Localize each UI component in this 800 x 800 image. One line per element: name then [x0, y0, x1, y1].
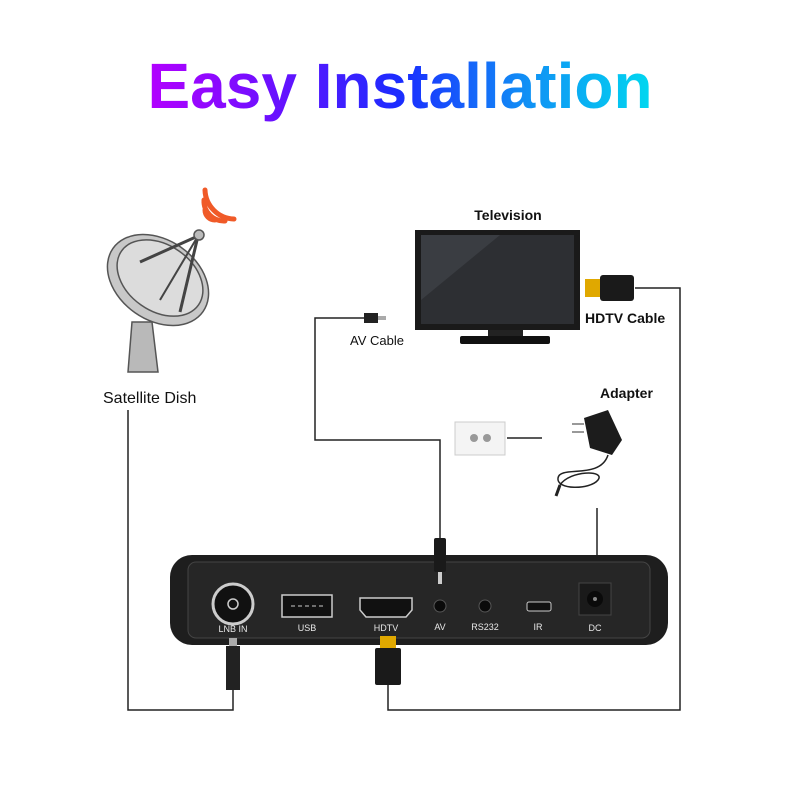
- av-plug-icon: [364, 313, 386, 323]
- lnb-cable-line: [127, 410, 234, 711]
- cables: [127, 287, 681, 711]
- port-label: LNB IN: [218, 624, 247, 634]
- port-label: IR: [534, 622, 544, 632]
- ir-port: IR: [526, 601, 552, 632]
- hdtv-port: HDTV: [359, 597, 413, 633]
- av-plug-connector-icon: [434, 538, 446, 584]
- signal-waves-icon: [201, 187, 237, 224]
- hdmi-plug-icon: [375, 636, 401, 685]
- wall-outlet-icon: [454, 421, 506, 456]
- rs232-port: RS232: [471, 599, 499, 632]
- set-top-box: LNB IN USB HDTV AV RS232 IR DC: [170, 555, 668, 645]
- hdmi-connector-icon: [585, 275, 634, 301]
- title-text: Easy Installation: [147, 50, 653, 122]
- television-label: Television: [474, 207, 541, 223]
- adapter-label: Adapter: [600, 385, 653, 401]
- hdtv-cable-line: [387, 287, 681, 711]
- dc-port: DC: [578, 582, 612, 633]
- page-title: Easy Installation: [0, 48, 800, 124]
- av-cable-label: AV Cable: [350, 333, 404, 348]
- port-label: HDTV: [374, 623, 399, 633]
- lnb-in-port: LNB IN: [211, 582, 255, 634]
- port-label: AV: [434, 622, 445, 632]
- port-label: USB: [298, 623, 317, 633]
- television-icon: [415, 230, 580, 344]
- hdtv-cable-label: HDTV Cable: [585, 310, 665, 326]
- lnb-connector-icon: [226, 638, 240, 690]
- power-adapter-icon: [554, 410, 622, 497]
- av-cable-line: [314, 317, 441, 540]
- port-label: RS232: [471, 622, 499, 632]
- satellite-dish-label: Satellite Dish: [103, 390, 196, 407]
- av-port: AV: [433, 599, 447, 632]
- usb-port: USB: [281, 594, 333, 633]
- satellite-dish-icon: [106, 229, 210, 373]
- port-label: DC: [589, 623, 602, 633]
